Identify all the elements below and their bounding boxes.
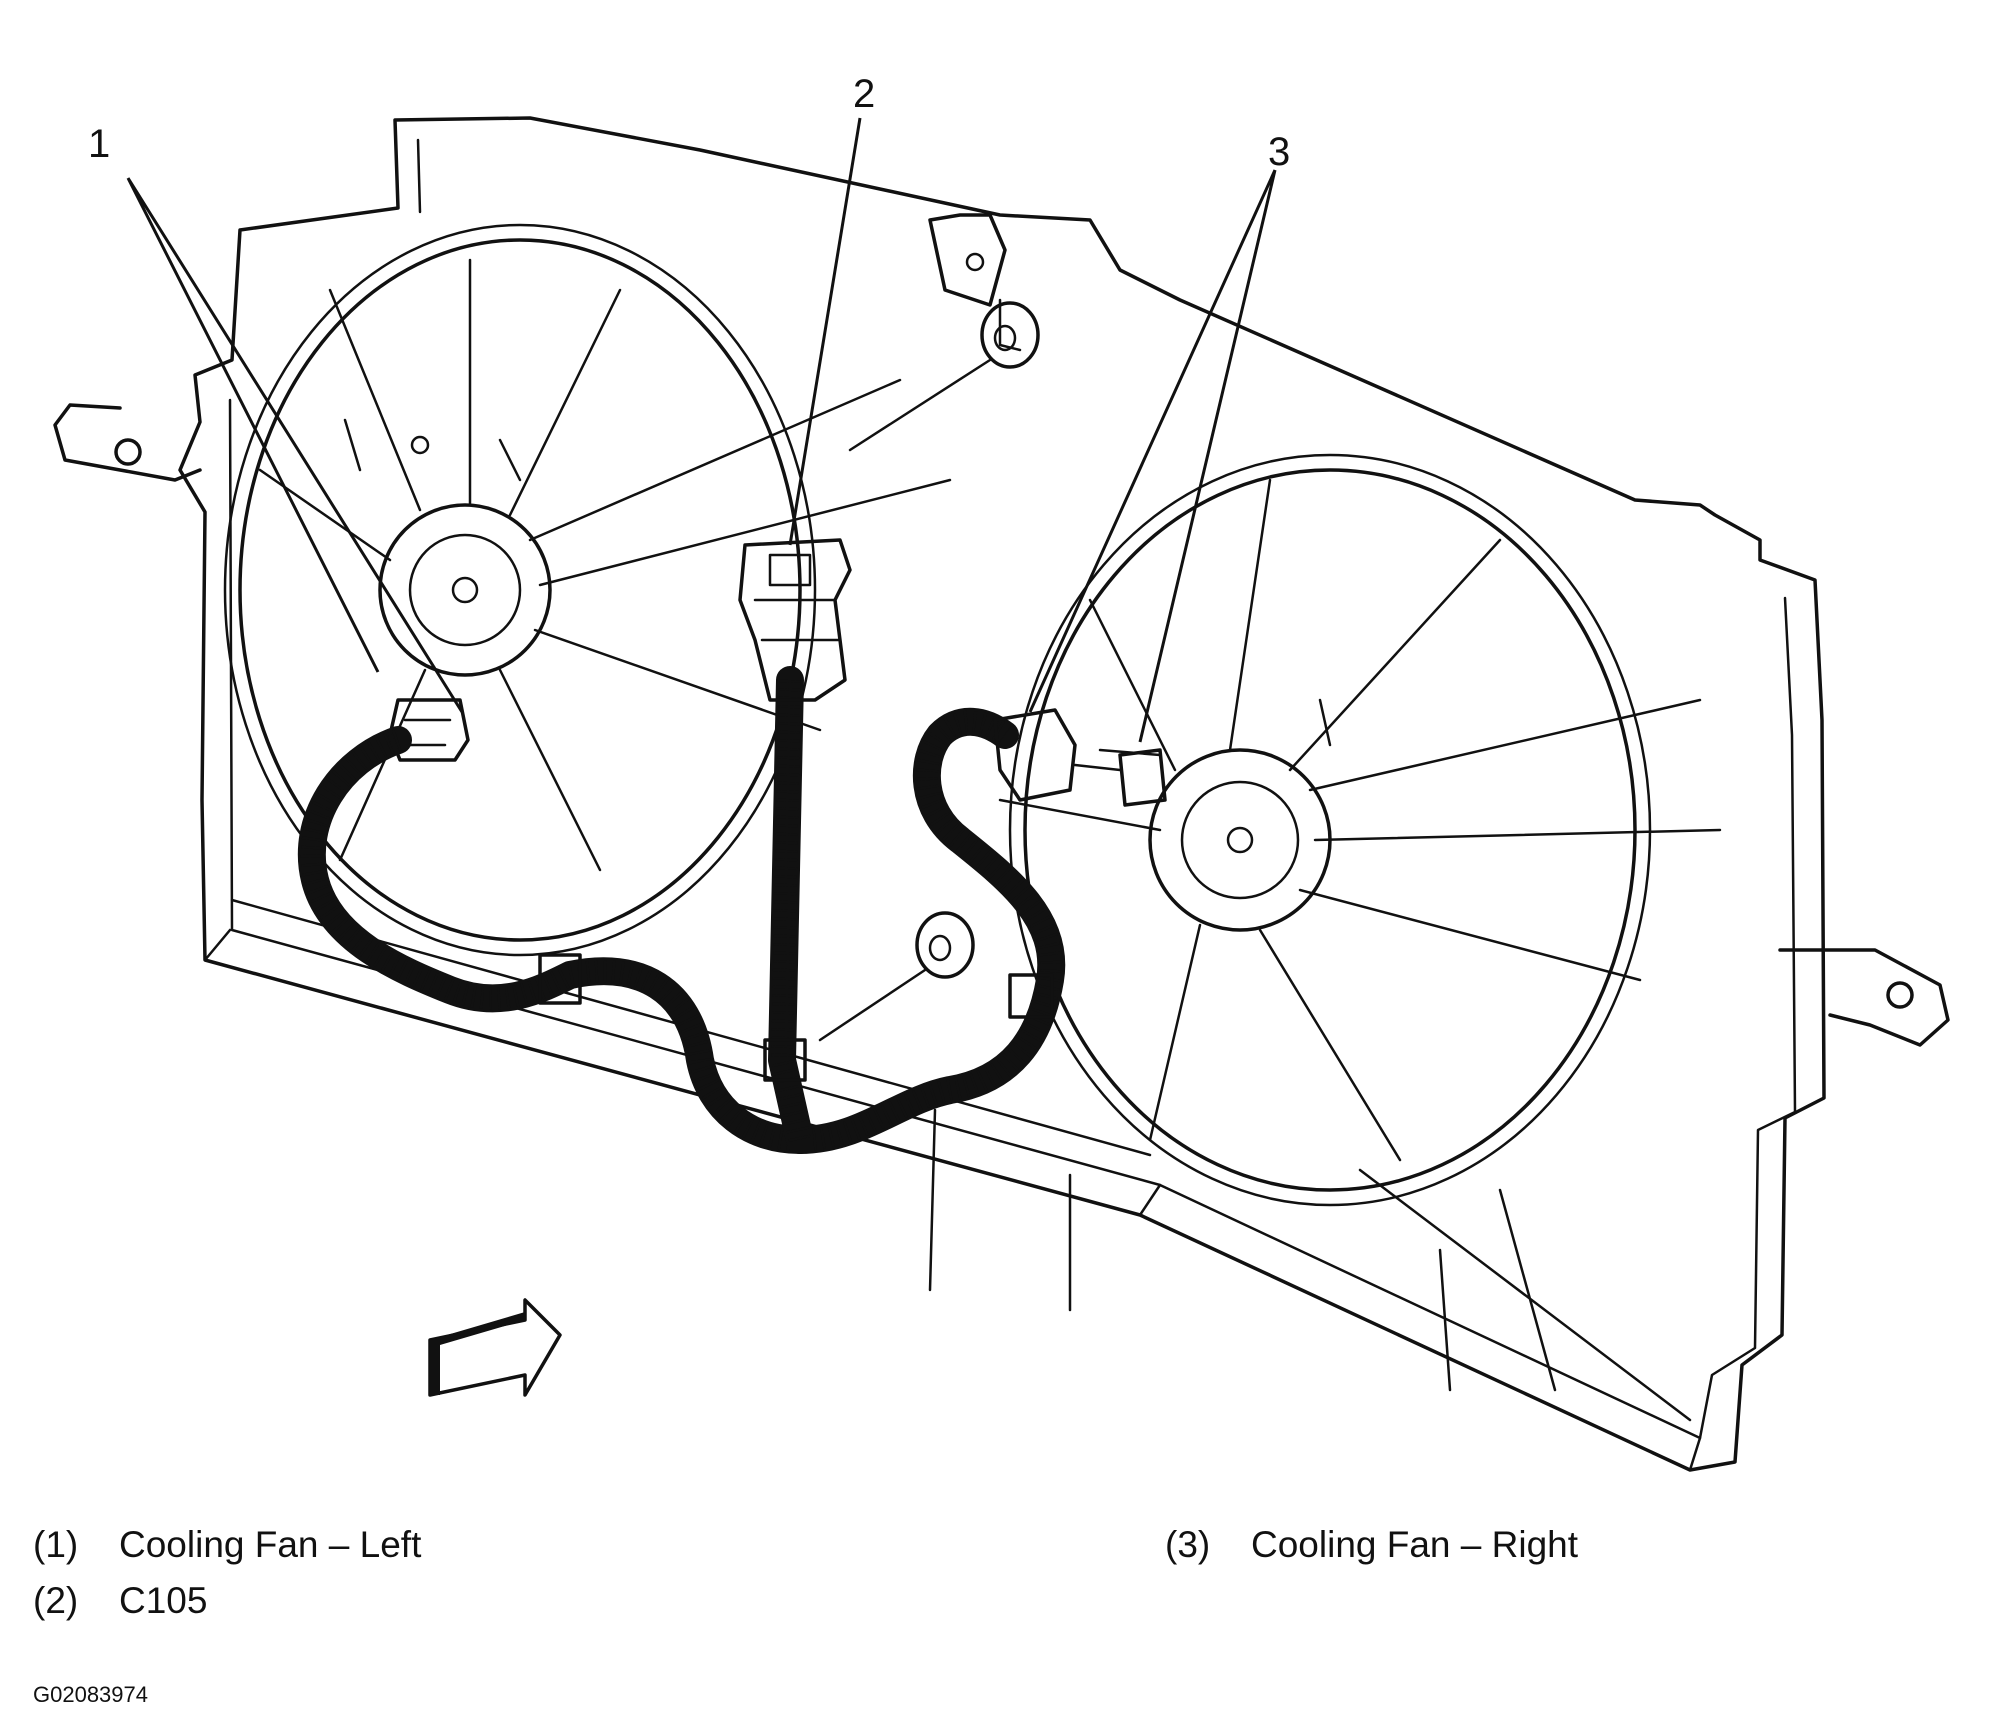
connector-c105 (738, 538, 852, 702)
mounting-bushings (818, 301, 1040, 1042)
figure-id: G02083974 (33, 1682, 148, 1707)
legend-item-3: (3) Cooling Fan – Right (1165, 1524, 1578, 1566)
callout-1-number: 1 (88, 122, 111, 166)
legend-label: Cooling Fan – Left (119, 1524, 422, 1565)
left-fan-connector (388, 698, 470, 762)
right-fan-connector (993, 708, 1167, 807)
legend-number: (2) (33, 1580, 79, 1621)
callout-3-number: 3 (1268, 130, 1291, 174)
right-cooling-fan (998, 453, 1722, 1207)
left-cooling-fan (223, 223, 952, 957)
legend-item-1: (1) Cooling Fan – Left (33, 1524, 421, 1566)
legend-label: Cooling Fan – Right (1251, 1524, 1579, 1565)
legend-label: C105 (119, 1580, 208, 1621)
legend-item-2: (2) C105 (33, 1580, 207, 1622)
callout-2-number: 2 (853, 72, 876, 116)
legend-number: (3) (1165, 1524, 1211, 1565)
wiring-harness (297, 666, 1066, 1154)
callout-leaders (126, 117, 1277, 743)
legend-number: (1) (33, 1524, 79, 1565)
view-direction-arrow (428, 1298, 562, 1397)
